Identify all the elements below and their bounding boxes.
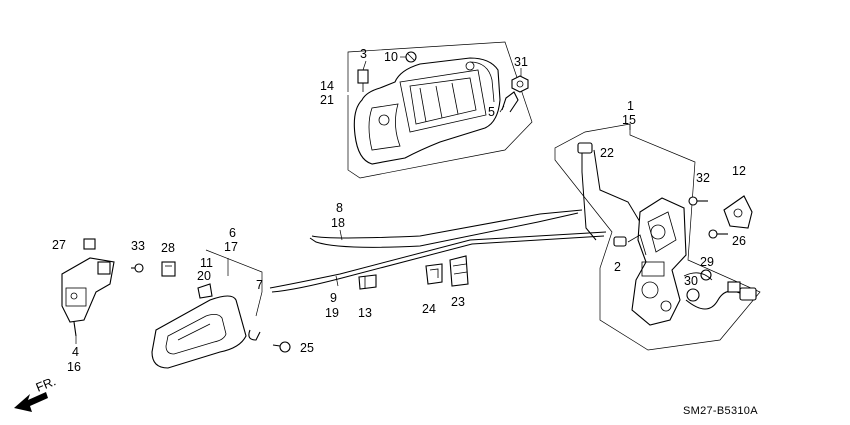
callout-23: 23 [451, 295, 465, 309]
front-arrow [14, 392, 48, 412]
callout-11: 11 [200, 256, 213, 270]
callout-20: 20 [197, 269, 211, 283]
lock-rods [269, 209, 607, 293]
front-arrow-label: FR. [34, 374, 58, 395]
diagram-code: SM27-B5310A [683, 405, 758, 417]
callout-24: 24 [422, 302, 436, 316]
callout-21: 21 [320, 93, 334, 107]
callout-26: 26 [732, 234, 746, 248]
callout-31: 31 [514, 55, 528, 69]
callout-15: 15 [622, 113, 636, 127]
latch-assembly [61, 238, 176, 344]
callout-labels: 1 15 22 32 12 26 2 29 30 3 10 31 14 21 5… [52, 47, 746, 374]
callout-19: 19 [325, 306, 339, 320]
callout-1: 1 [627, 99, 634, 113]
callout-18: 18 [331, 216, 345, 230]
callout-7: 7 [256, 278, 263, 292]
callout-12: 12 [732, 164, 746, 178]
callout-6: 6 [229, 226, 236, 240]
door-lock-assembly [554, 123, 761, 351]
callout-28: 28 [161, 241, 175, 255]
callout-30: 30 [684, 274, 698, 288]
outer-handle-assembly [347, 41, 533, 179]
callout-32: 32 [696, 171, 710, 185]
callout-22: 22 [600, 146, 614, 160]
callout-9: 9 [330, 291, 337, 305]
callout-17: 17 [224, 240, 238, 254]
inner-handle-assembly [151, 249, 291, 369]
callout-14: 14 [320, 79, 334, 93]
callout-5: 5 [488, 105, 495, 119]
callout-29: 29 [700, 255, 714, 269]
callout-16: 16 [67, 360, 81, 374]
callout-10: 10 [384, 50, 398, 64]
callout-13: 13 [358, 306, 372, 320]
callout-3: 3 [360, 47, 367, 61]
callout-4: 4 [72, 345, 79, 359]
callout-25: 25 [300, 341, 314, 355]
callout-8: 8 [336, 201, 343, 215]
callout-33: 33 [131, 239, 145, 253]
callout-2: 2 [614, 260, 621, 274]
callout-27: 27 [52, 238, 66, 252]
rod-clips [358, 255, 469, 290]
